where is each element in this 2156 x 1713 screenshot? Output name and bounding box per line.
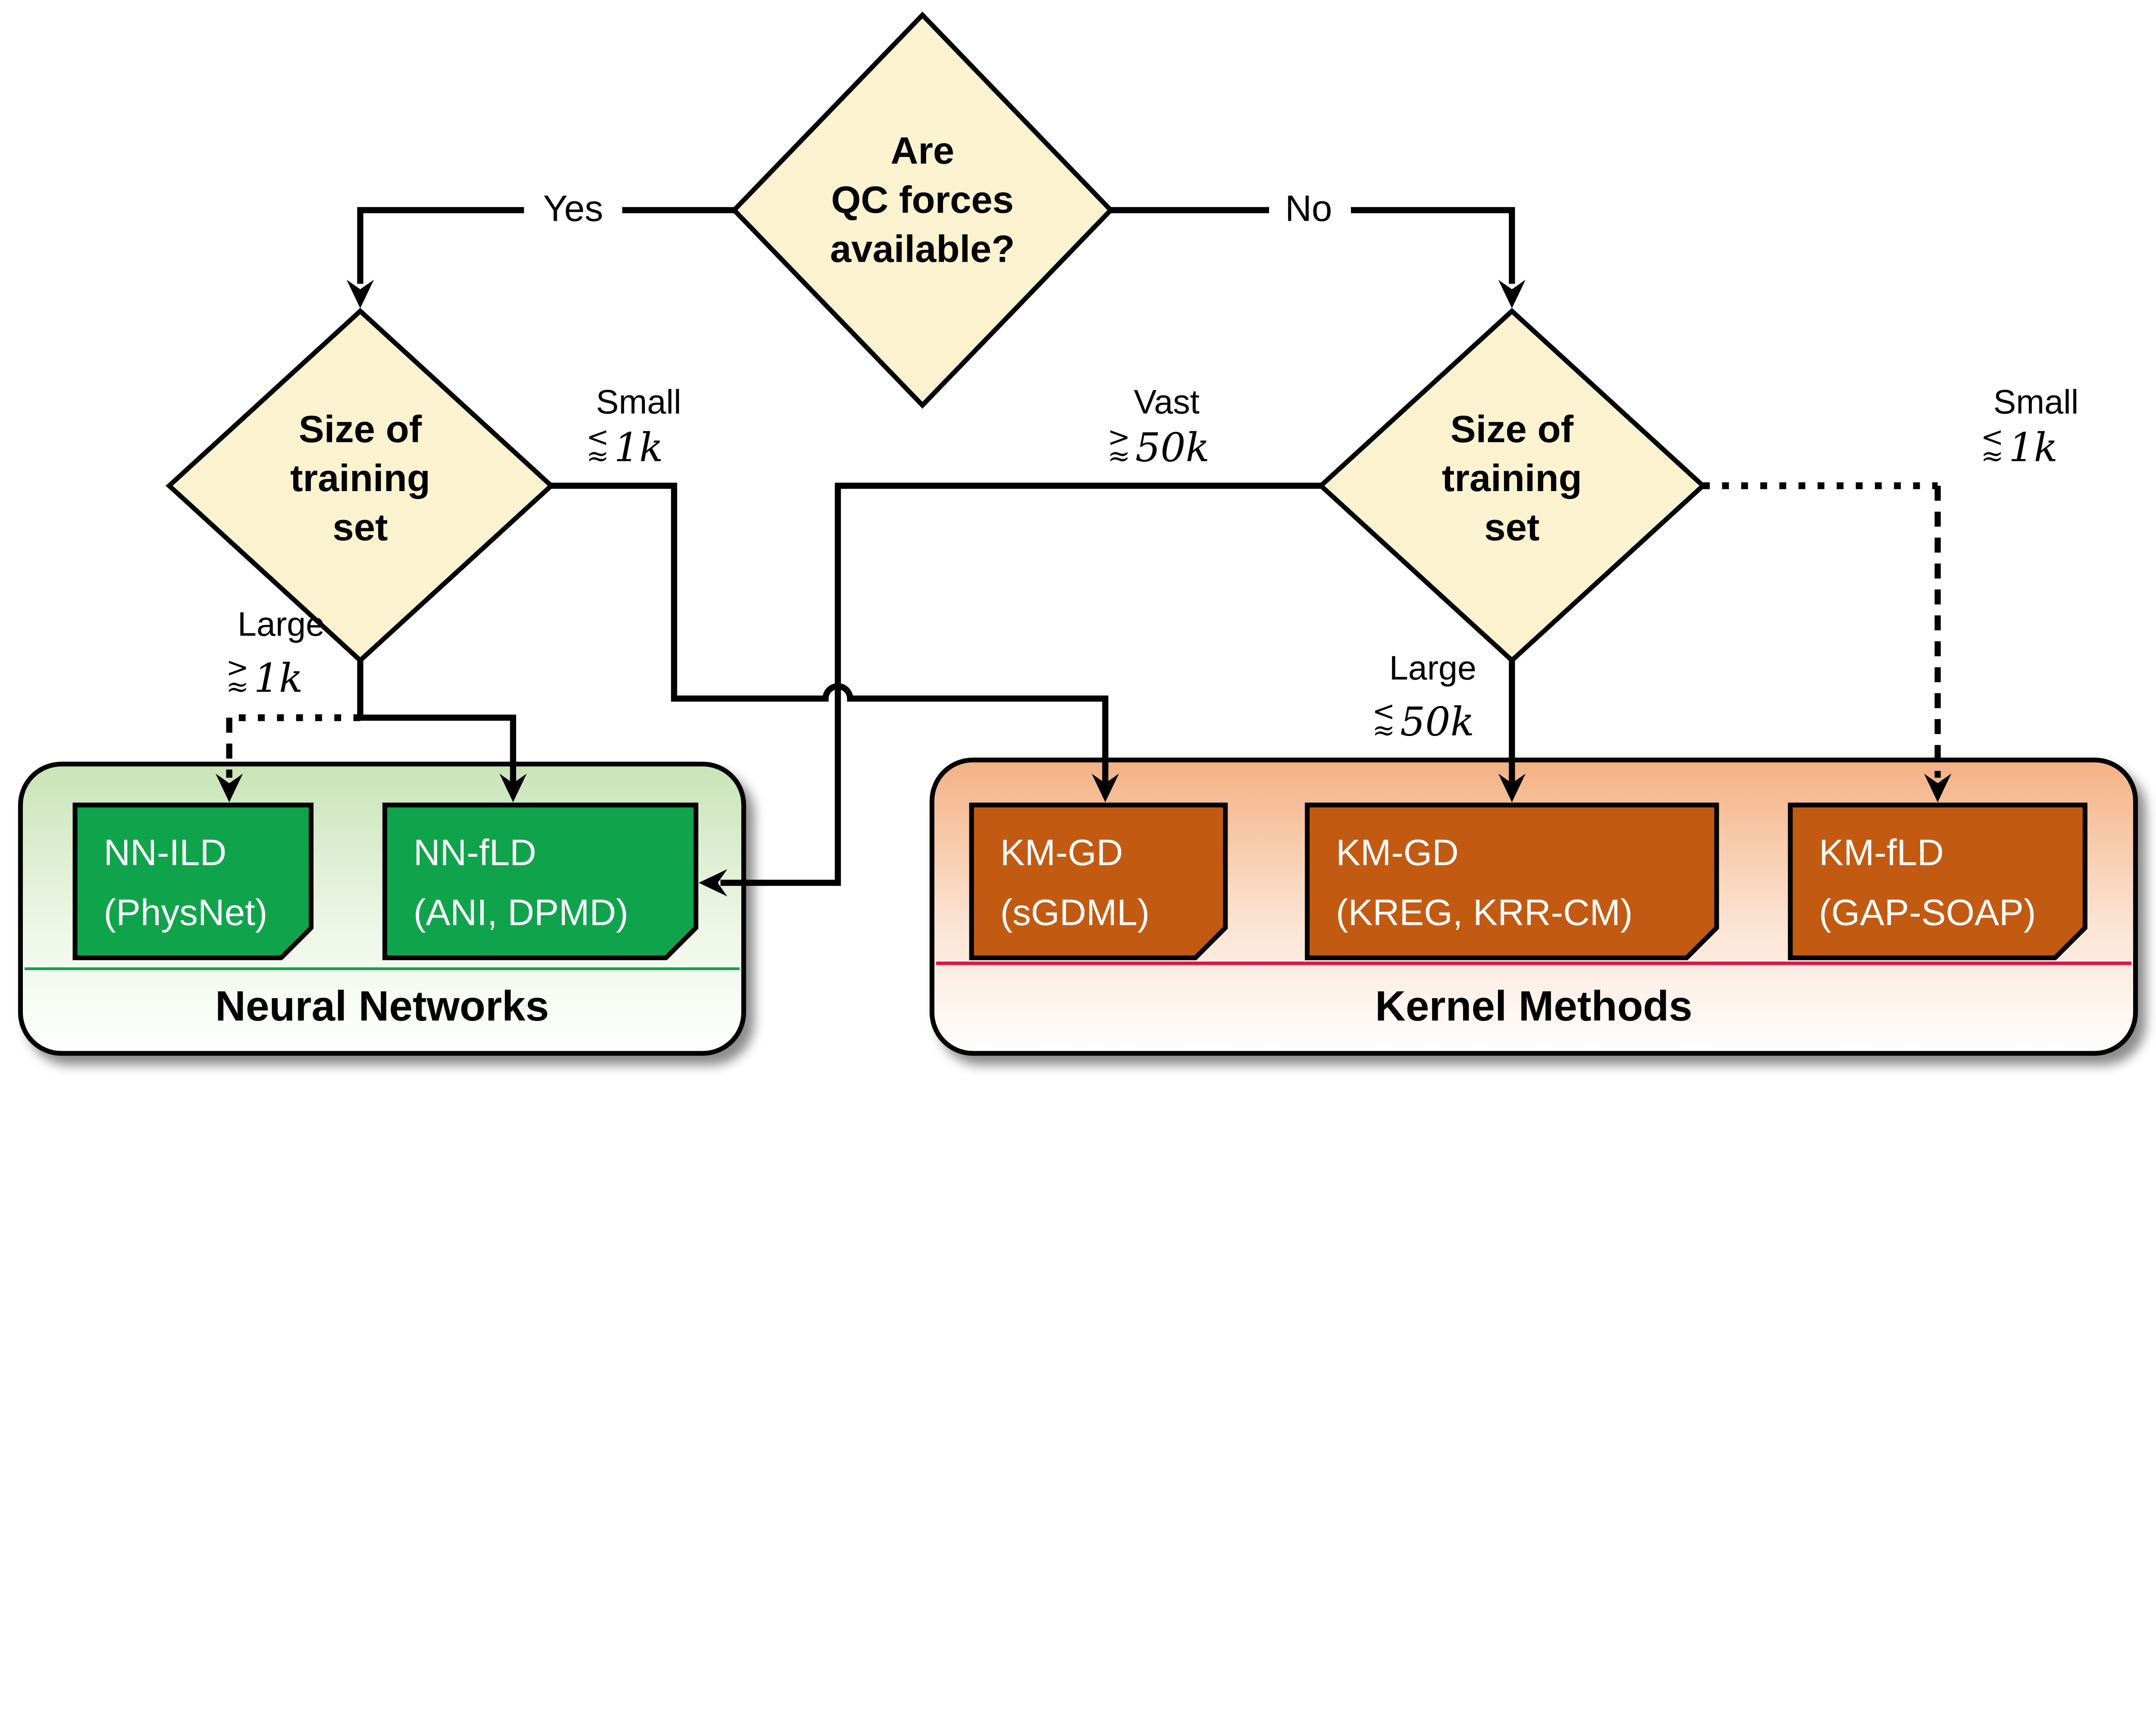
edge-label-no: No [1269, 180, 1351, 232]
small-left-approx-icon: ≈ [586, 440, 609, 472]
small-right-rel-icon: < [1981, 421, 2004, 453]
small-left-value: 1k [614, 425, 663, 471]
size-right-line3: set [1484, 506, 1539, 548]
km-gd-kreg-name: KM-GD [1336, 832, 1459, 873]
nn-fld-detail: (ANI, DPMD) [414, 893, 628, 933]
method-box-nn-ild: NN-ILD (PhysNet) [72, 802, 314, 961]
edge-label-large-left: Large > ≈ 1k [226, 605, 325, 702]
km-gd-kreg-box-shape [1305, 802, 1719, 961]
size-right-line2: training [1442, 457, 1582, 499]
neural-networks-title: Neural Networks [215, 982, 549, 1030]
arrowhead-large-left-dotted [216, 774, 243, 802]
edge-no-line [1110, 207, 1515, 284]
km-fld-name: KM-fLD [1819, 832, 1944, 873]
nn-fld-name: NN-fLD [414, 832, 536, 873]
arrowhead-large-left-solid [499, 774, 527, 802]
large-left-word: Large [238, 605, 325, 643]
arrowhead-small-right [1924, 774, 1952, 802]
km-fld-box-shape [1788, 802, 2087, 961]
qc-forces-line2: QC forces [831, 179, 1014, 221]
yes-label: Yes [543, 188, 603, 229]
method-box-km-gd-sgdml: KM-GD (sGDML) [969, 802, 1228, 961]
arrowhead-yes [346, 279, 374, 309]
km-gd-sgdml-detail: (sGDML) [1000, 893, 1150, 933]
large-left-rel-icon: > [226, 651, 249, 683]
edge-label-yes: Yes [524, 180, 623, 232]
small-right-approx-icon: ≈ [1981, 440, 2004, 472]
nn-ild-name: NN-ILD [104, 832, 227, 873]
vast-value: 50k [1135, 425, 1210, 471]
edge-vast-line [720, 482, 1321, 886]
small-right-value: 1k [2009, 425, 2058, 471]
edge-label-small-right: Small < ≈ 1k [1981, 382, 2079, 472]
nn-fld-box-shape [382, 802, 699, 961]
small-left-rel-icon: < [586, 421, 609, 453]
km-gd-kreg-detail: (KREG, KRR-CM) [1336, 893, 1633, 933]
qc-forces-line3: available? [830, 228, 1015, 270]
decision-size-right: Size of training set [1317, 308, 1707, 664]
edge-small-left-line [551, 482, 1109, 786]
arrowhead-no [1498, 279, 1526, 309]
size-right-line1: Size of [1451, 407, 1574, 450]
size-right-diamond-shape [1317, 308, 1707, 664]
size-left-line2: training [290, 457, 430, 499]
large-left-value: 1k [254, 655, 303, 701]
arrowhead-vast [699, 869, 727, 897]
large-right-approx-icon: ≈ [1372, 714, 1395, 746]
kernel-methods-title: Kernel Methods [1375, 982, 1692, 1030]
edge-label-small-left: Small < ≈ 1k [586, 382, 681, 472]
no-label-background [1269, 180, 1351, 232]
flowchart-canvas: Neural Networks Kernel Methods NN-ILD (P… [18, 11, 2138, 1056]
flowchart-figure: Neural Networks Kernel Methods NN-ILD (P… [18, 11, 2138, 1056]
method-box-km-fld: KM-fLD (GAP-SOAP) [1788, 802, 2087, 961]
no-label: No [1285, 188, 1332, 229]
small-right-word: Small [1993, 382, 2079, 421]
small-left-word: Small [596, 382, 681, 421]
km-fld-detail: (GAP-SOAP) [1819, 893, 2036, 933]
qc-forces-diamond-shape [730, 11, 1114, 409]
large-left-approx-icon: ≈ [226, 670, 249, 702]
large-right-word: Large [1389, 648, 1476, 687]
large-right-value: 50k [1400, 699, 1474, 745]
vast-word: Vast [1134, 382, 1199, 421]
vast-approx-icon: ≈ [1107, 440, 1130, 472]
arrowhead-small-left [1091, 774, 1119, 802]
qc-forces-line1: Are [890, 129, 954, 172]
yes-label-background [524, 180, 623, 232]
decision-size-left: Size of training set [166, 308, 555, 664]
edge-large-left-solid-line [357, 660, 516, 786]
size-left-line1: Size of [299, 407, 422, 450]
nn-ild-detail: (PhysNet) [104, 893, 268, 933]
large-right-rel-icon: < [1372, 695, 1395, 727]
km-gd-sgdml-name: KM-GD [1000, 832, 1123, 873]
vast-rel-icon: > [1107, 421, 1130, 453]
nn-ild-box-shape [72, 802, 314, 961]
edge-label-vast: Vast > ≈ 50k [1107, 382, 1210, 472]
km-gd-sgdml-box-shape [969, 802, 1228, 961]
method-box-km-gd-kreg: KM-GD (KREG, KRR-CM) [1305, 802, 1719, 961]
arrowhead-large-right [1498, 774, 1526, 802]
size-left-diamond-shape [166, 308, 555, 664]
method-box-nn-fld: NN-fLD (ANI, DPMD) [382, 802, 699, 961]
edge-label-large-right: Large < ≈ 50k [1372, 648, 1476, 746]
size-left-line3: set [332, 506, 388, 548]
decision-qc-forces: Are QC forces available? [730, 11, 1114, 409]
